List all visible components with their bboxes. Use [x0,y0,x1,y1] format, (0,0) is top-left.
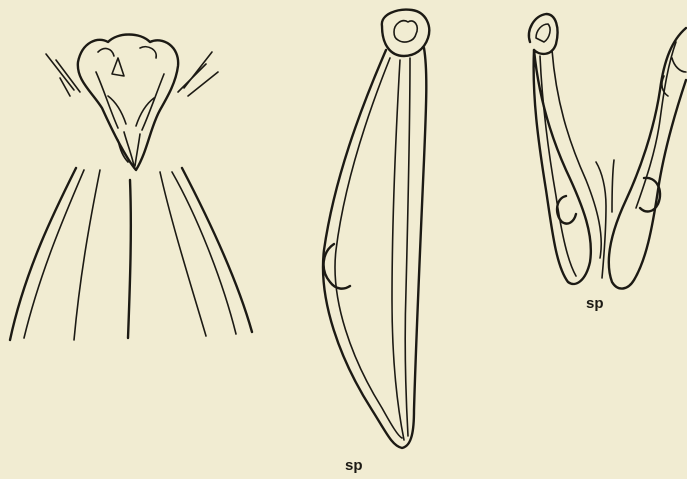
spicule-lateral-illustration [323,10,429,448]
spicule-pair-illustration [529,14,686,289]
spicule-label: sp [345,458,363,473]
spicule-label: sp [586,296,604,311]
anterior-end-illustration [10,35,252,341]
